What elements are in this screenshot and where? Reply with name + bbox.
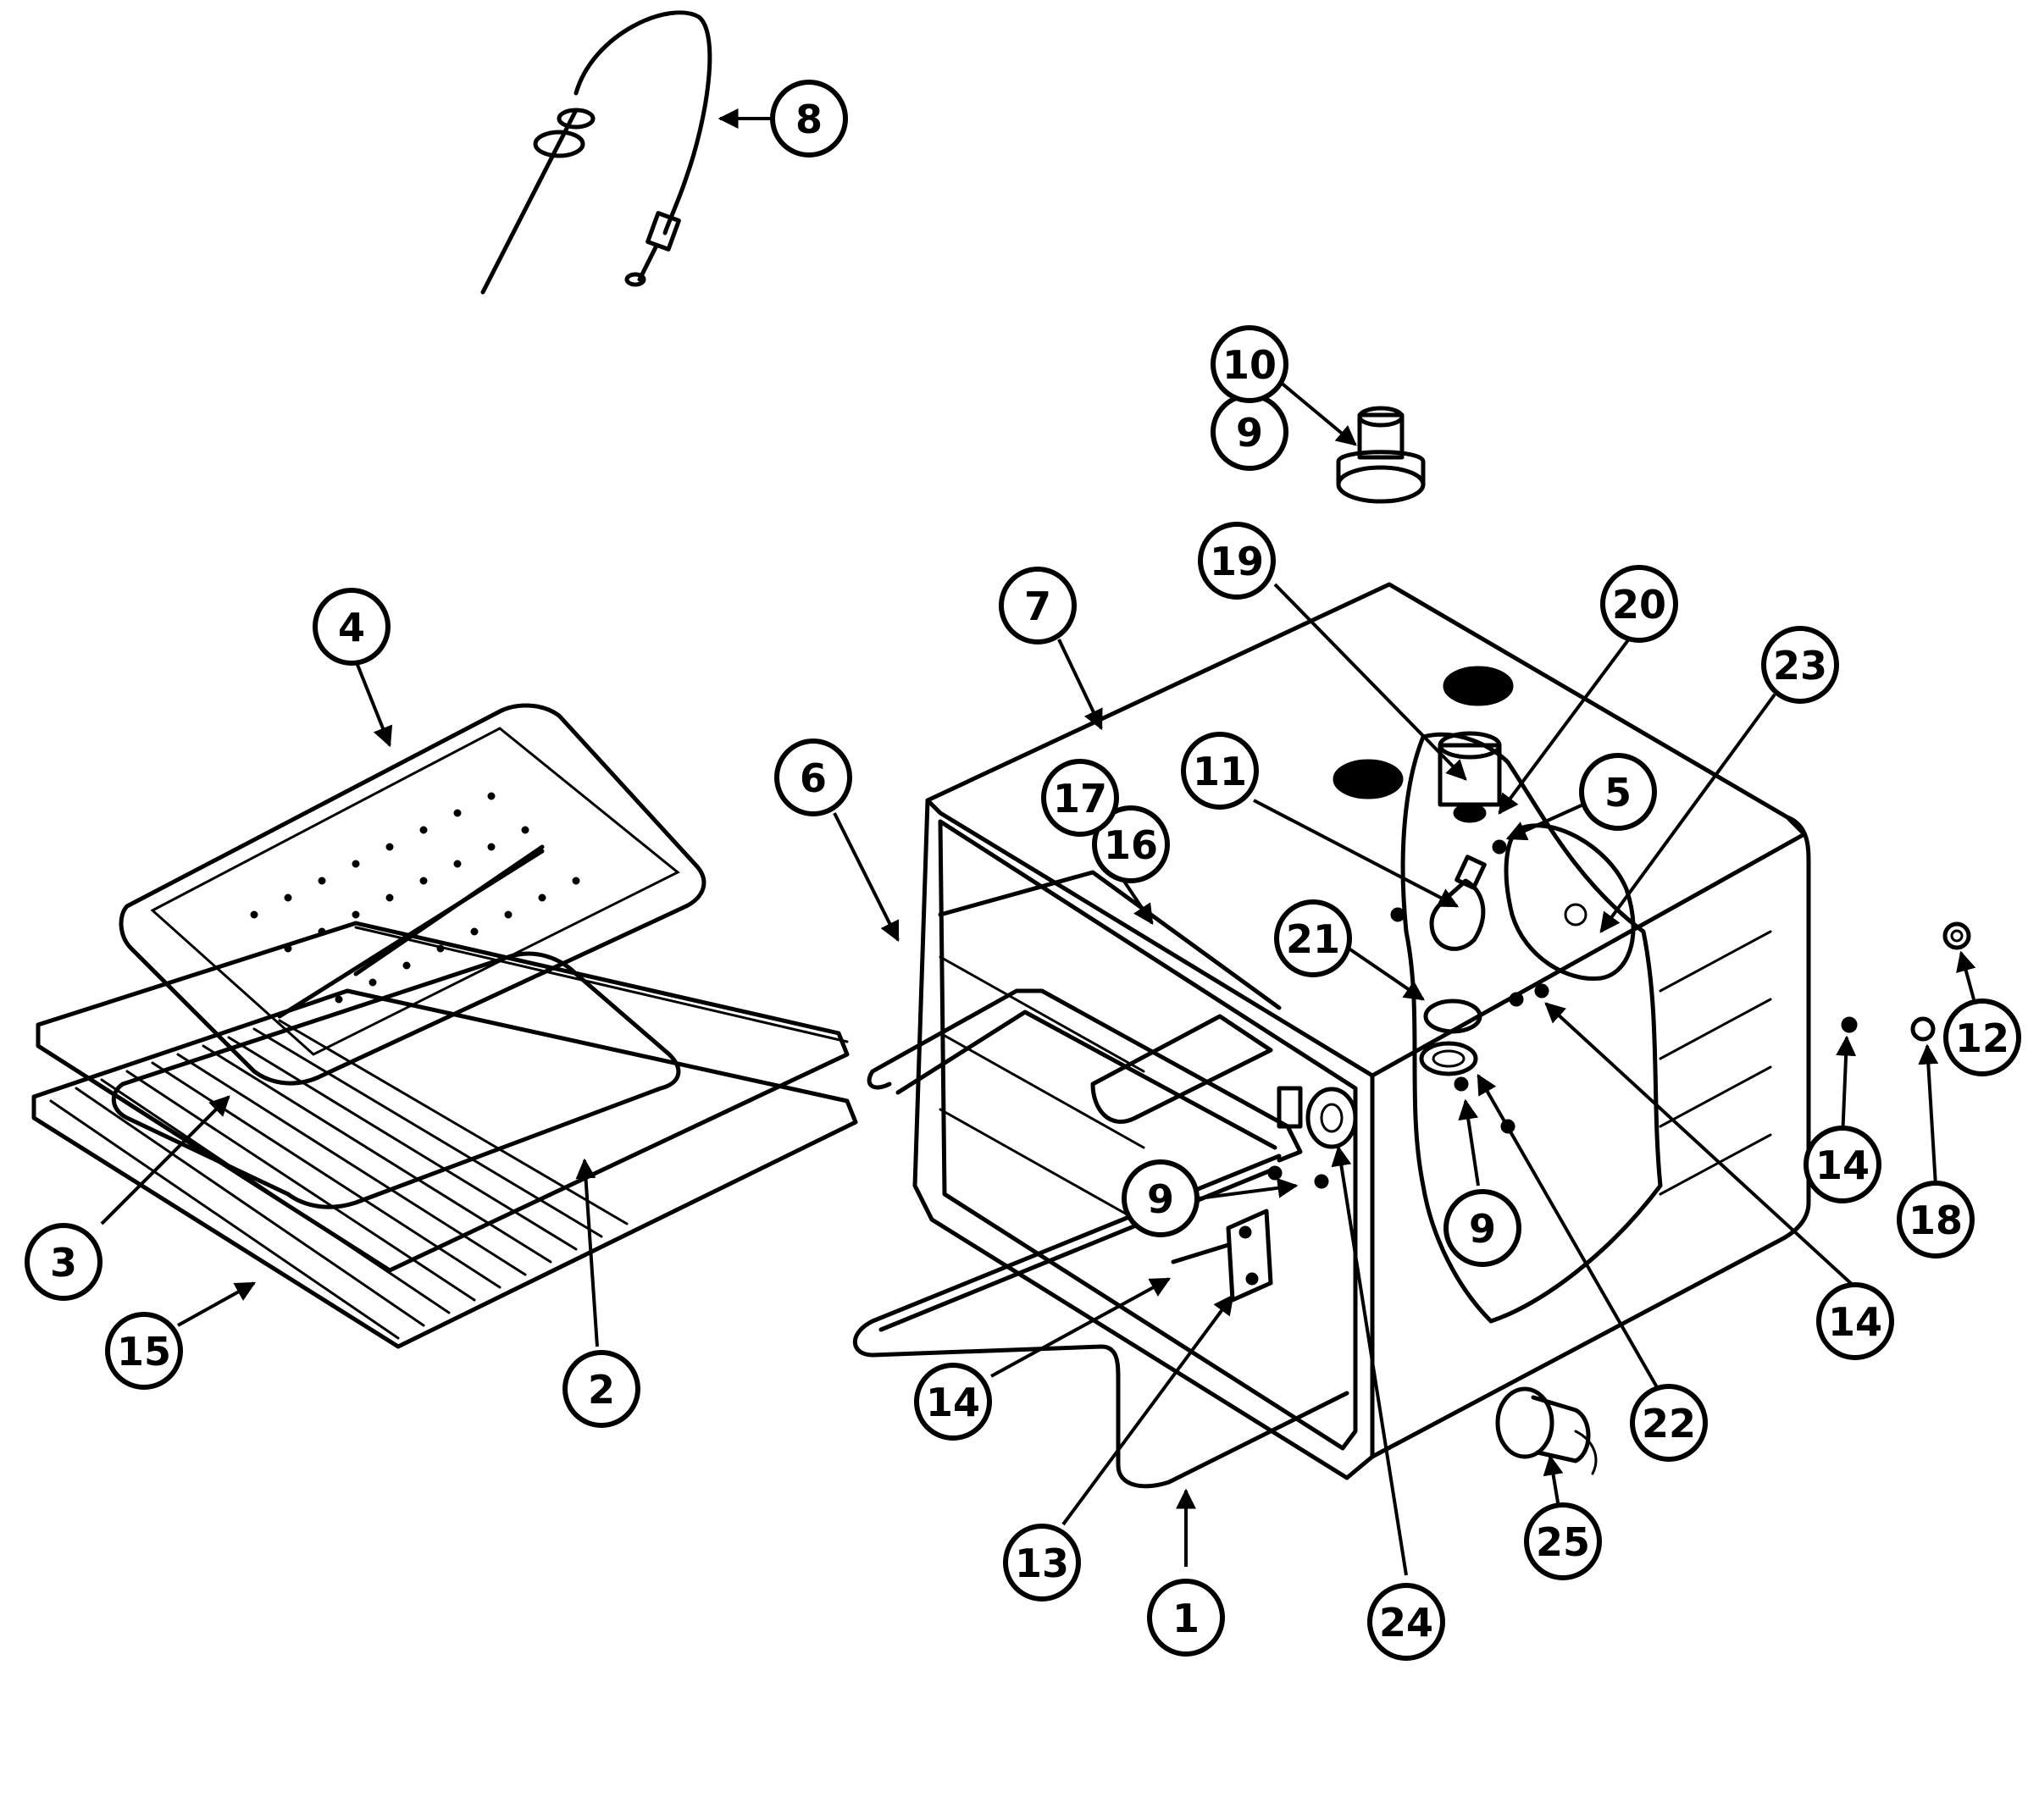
svg-text:23: 23 (1773, 643, 1827, 689)
svg-text:6: 6 (800, 755, 827, 801)
svg-text:21: 21 (1286, 916, 1340, 962)
svg-text:14: 14 (1828, 1299, 1882, 1345)
callout-9-right: 9 (1443, 1189, 1521, 1267)
callout-24: 24 (1367, 1583, 1445, 1661)
callout-8: 8 (770, 80, 848, 158)
svg-text:5: 5 (1604, 770, 1632, 816)
callout-23: 23 (1761, 626, 1839, 704)
callout-12: 12 (1943, 999, 2021, 1076)
svg-text:16: 16 (1104, 822, 1158, 868)
socket-part (1336, 406, 1426, 504)
callout-3: 3 (25, 1223, 103, 1301)
svg-text:3: 3 (50, 1240, 77, 1286)
svg-text:14: 14 (926, 1380, 980, 1425)
meat-probe (480, 10, 712, 295)
svg-text:8: 8 (795, 97, 823, 142)
callout-1: 1 (1147, 1579, 1225, 1657)
callout-4: 4 (313, 588, 391, 666)
svg-text:2: 2 (588, 1367, 615, 1413)
callout-19: 19 (1198, 522, 1276, 600)
svg-text:10: 10 (1222, 342, 1277, 388)
svg-text:22: 22 (1642, 1401, 1696, 1447)
broil-element (867, 870, 1303, 1163)
svg-text:9: 9 (1147, 1176, 1174, 1222)
callout-6: 6 (774, 739, 852, 816)
callout-20: 20 (1600, 565, 1678, 643)
leader-lines (100, 108, 1976, 1576)
bake-element (852, 1153, 1349, 1489)
callout-15: 15 (105, 1312, 183, 1390)
callout-9-mid: 9 (1122, 1159, 1200, 1237)
terminal-block (1495, 1386, 1598, 1475)
callout-14-right-lower: 14 (1816, 1282, 1894, 1360)
oven-cavity (912, 582, 1811, 1480)
callout-22: 22 (1630, 1384, 1708, 1462)
svg-text:15: 15 (117, 1329, 171, 1375)
callout-10: 10 (1211, 325, 1288, 403)
svg-text:9: 9 (1469, 1206, 1496, 1252)
callout-17: 17 (1041, 759, 1119, 837)
svg-text:19: 19 (1210, 539, 1264, 584)
svg-text:24: 24 (1379, 1600, 1433, 1646)
light-socket (1438, 731, 1502, 823)
oven-sensor (1305, 1087, 1358, 1149)
washers (1910, 921, 1971, 1042)
element-bracket (1171, 1209, 1273, 1303)
callout-16: 16 (1092, 805, 1170, 883)
callout-11: 11 (1181, 732, 1259, 810)
callout-2: 2 (562, 1350, 640, 1428)
rack-assembly (31, 703, 858, 1349)
callout-21: 21 (1274, 899, 1352, 977)
svg-text:4: 4 (338, 605, 365, 650)
callout-14-bottom: 14 (914, 1363, 992, 1441)
svg-text:13: 13 (1015, 1541, 1069, 1586)
svg-text:7: 7 (1024, 584, 1051, 629)
callout-13: 13 (1003, 1524, 1081, 1601)
light-bulb (1429, 855, 1487, 951)
callout-25: 25 (1524, 1502, 1602, 1580)
screws (1267, 839, 1858, 1189)
svg-text:12: 12 (1955, 1015, 2009, 1061)
svg-text:20: 20 (1612, 582, 1666, 628)
callout-7: 7 (999, 567, 1077, 644)
svg-text:17: 17 (1053, 776, 1107, 821)
callout-5: 5 (1579, 753, 1657, 831)
lens-parts (1419, 999, 1482, 1076)
svg-text:14: 14 (1815, 1142, 1870, 1188)
convection-fan-cover (1504, 823, 1636, 982)
svg-text:11: 11 (1193, 749, 1247, 794)
callout-9-top: 9 (1211, 393, 1288, 471)
svg-text:1: 1 (1172, 1596, 1200, 1641)
callout-14-right-upper: 14 (1804, 1126, 1881, 1203)
svg-text:9: 9 (1236, 410, 1263, 456)
callout-18: 18 (1897, 1181, 1975, 1259)
svg-text:25: 25 (1536, 1519, 1590, 1565)
svg-text:18: 18 (1909, 1198, 1963, 1243)
pan-holes (250, 792, 580, 1004)
